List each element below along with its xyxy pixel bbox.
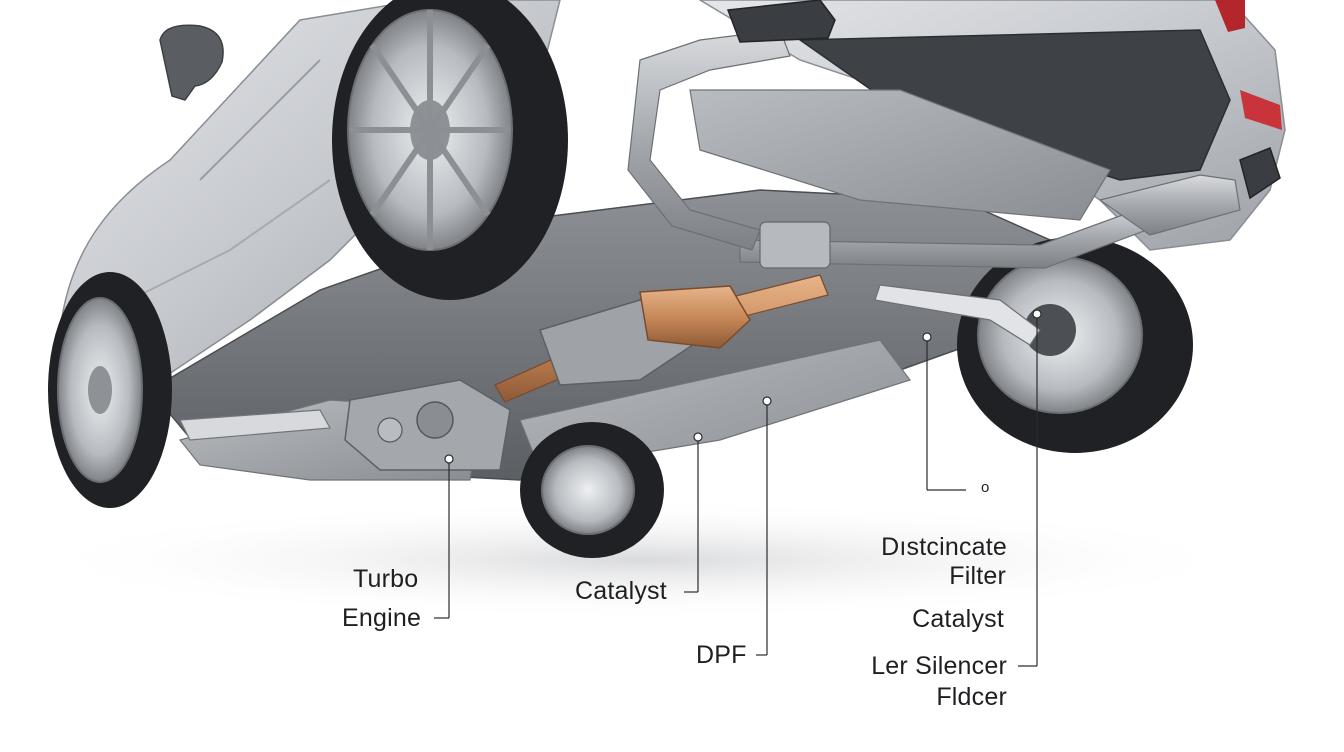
- exhaust-tip-left: [726, 0, 836, 43]
- door-seam: [199, 59, 321, 181]
- label-filter: Filter: [949, 562, 1006, 590]
- ground-shadow: [20, 500, 1260, 620]
- flex-joint: [759, 221, 831, 269]
- label-distcincate: Dıstcincate: [881, 533, 1007, 561]
- front-left-wheel: [48, 272, 172, 508]
- front-right-wheel: [520, 422, 664, 558]
- label-fldcer: Fldcer: [936, 683, 1007, 711]
- label-small-marker: o: [981, 479, 990, 496]
- side-mirror: [159, 24, 224, 101]
- label-engine: Engine: [342, 604, 422, 632]
- dpf-housing: [639, 285, 751, 349]
- label-catalyst-right: Catalyst: [912, 605, 1004, 633]
- rear-underbody-shield: [689, 89, 1111, 221]
- label-dpf: DPF: [696, 641, 747, 669]
- label-catalyst-center: Catalyst: [575, 577, 667, 605]
- tail-reflector: [1240, 90, 1282, 130]
- rear-right-wheel: [957, 237, 1193, 453]
- exhaust-tip-right: [1239, 147, 1281, 200]
- label-silencer: Ler Silencer: [871, 652, 1007, 680]
- rear-left-wheel: [332, 0, 568, 300]
- rear-suspension-link: [874, 284, 1041, 346]
- rear-silencer: [1098, 174, 1241, 236]
- leader-lines: [434, 315, 1038, 667]
- label-turbo: Turbo: [353, 565, 419, 593]
- leader-endpoints: [444, 309, 1042, 464]
- tail-light: [1215, 0, 1245, 32]
- engine-block: [344, 379, 511, 471]
- door-seam-lower: [129, 179, 331, 301]
- front-subframe: [179, 409, 331, 441]
